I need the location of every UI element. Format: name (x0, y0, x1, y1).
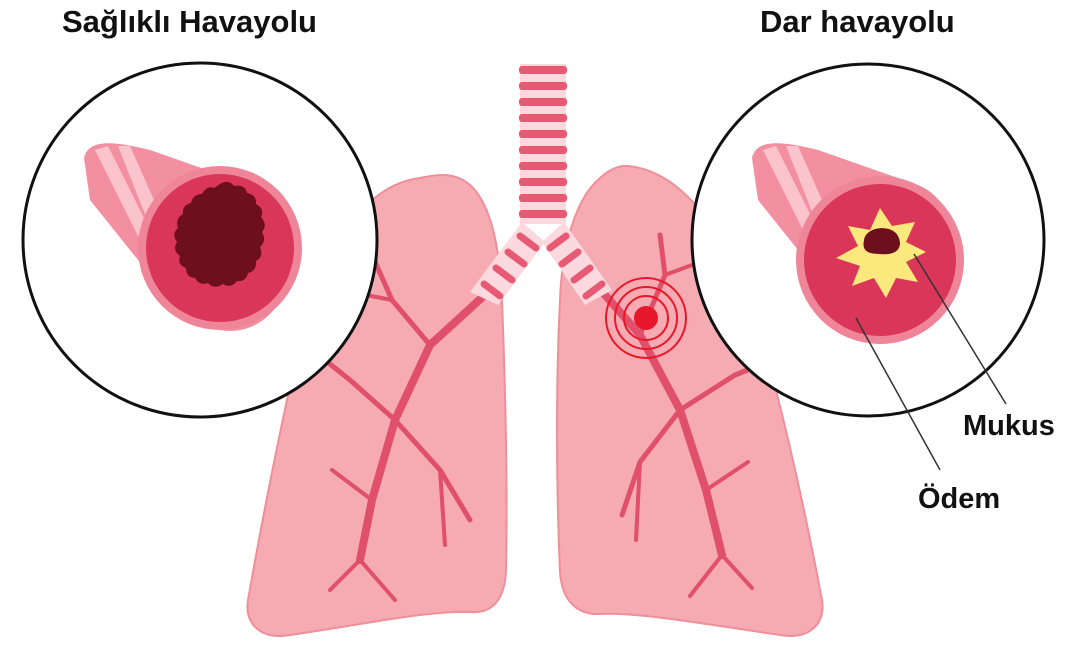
edema-label: Ödem (918, 485, 1000, 514)
mucus-label: Mukus (963, 412, 1055, 441)
trachea (470, 64, 612, 305)
healthy-airway-zoom (23, 63, 377, 417)
narrow-airway-lumen (864, 228, 900, 254)
narrow-airway-title: Dar havayolu (760, 6, 955, 37)
healthy-airway-title: Sağlıklı Havayolu (62, 6, 317, 37)
